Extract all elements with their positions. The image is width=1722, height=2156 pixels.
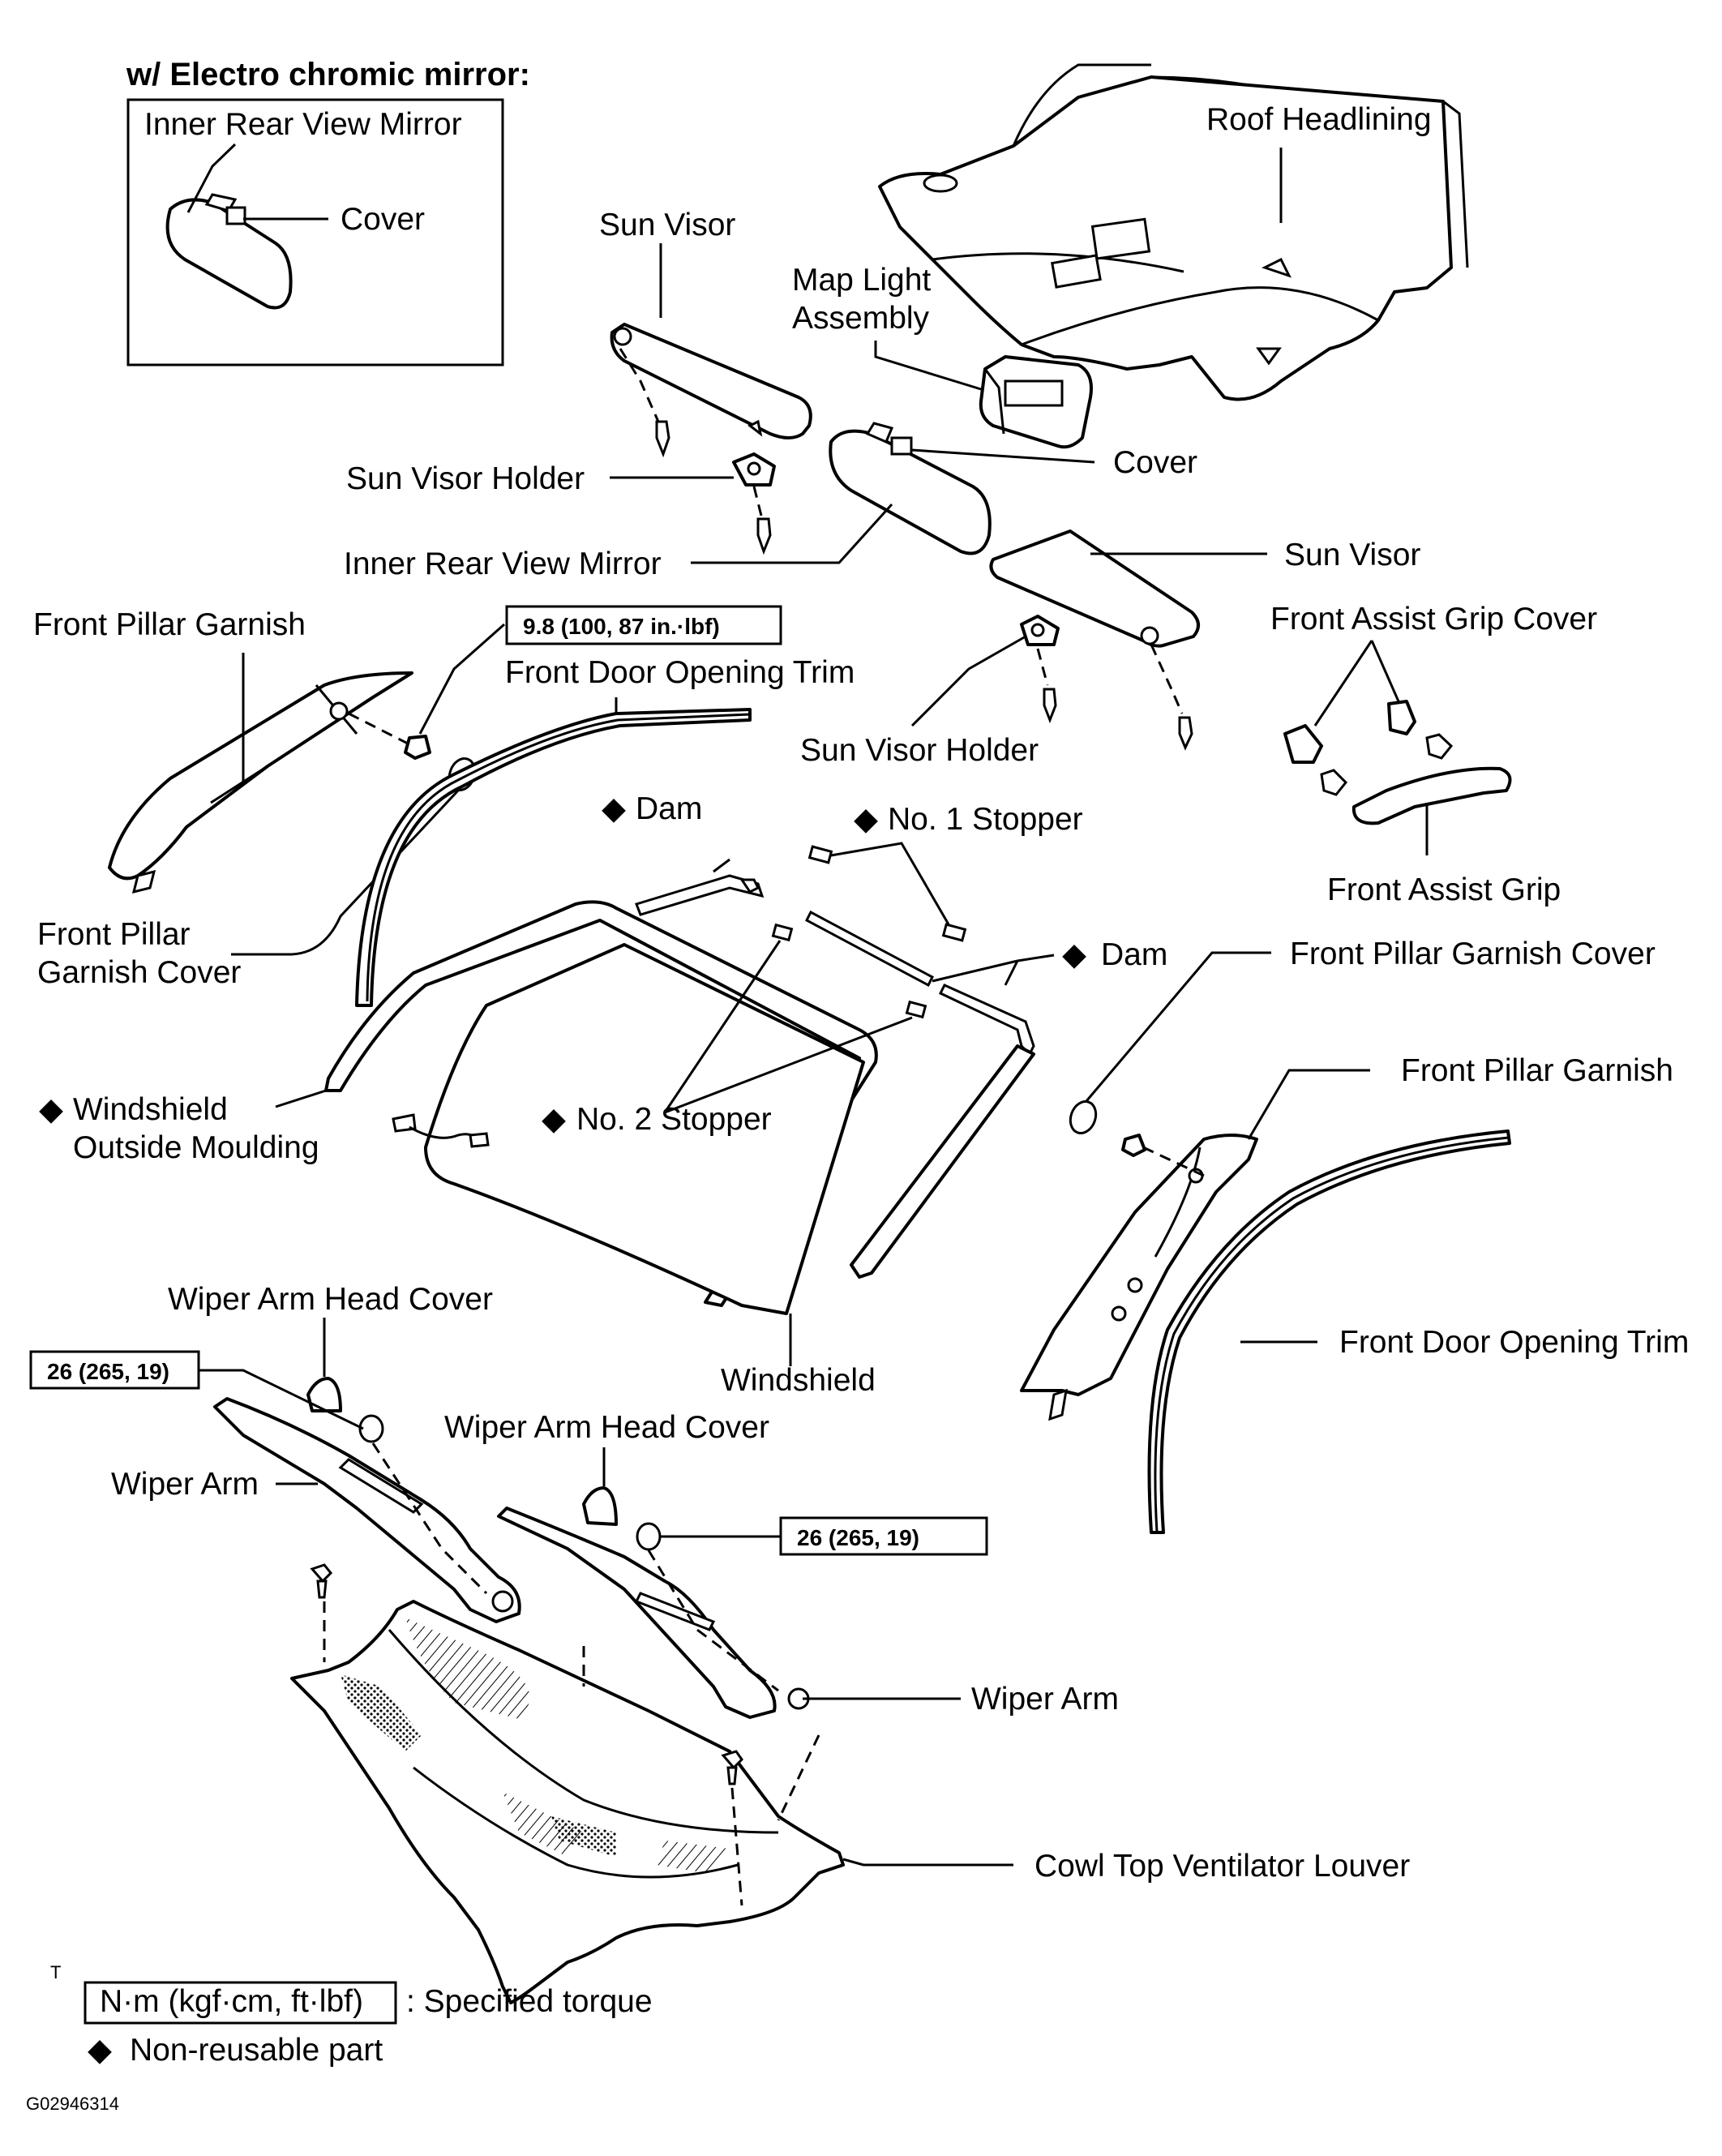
label-windshield: Windshield xyxy=(721,1363,876,1398)
wiper-arm-right-part xyxy=(497,1507,961,1719)
front-pillar-garnish-cover-right-part xyxy=(1069,951,1271,1134)
legend-unit-text: N·m (kgf·cm, ft·lbf) xyxy=(100,1984,363,2019)
windshield-glass-part xyxy=(392,943,865,1366)
label-sun-visor-holder-right: Sun Visor Holder xyxy=(800,733,1039,768)
label-front-door-opening-trim-top: Front Door Opening Trim xyxy=(505,655,855,690)
sun-visor-right-part xyxy=(910,529,1267,751)
label-cover: Cover xyxy=(1113,445,1197,480)
front-door-opening-trim-top-part xyxy=(355,697,752,1007)
front-pillar-garnish-right-part xyxy=(1020,1069,1370,1421)
inner-rear-view-mirror-part xyxy=(691,422,1095,564)
label-fpgc-left-1: Front Pillar xyxy=(37,917,191,952)
diamond-no1-stopper: ◆ xyxy=(854,802,878,837)
label-no2-stopper: No. 2 Stopper xyxy=(576,1102,772,1137)
legend-diamond: ◆ xyxy=(88,2033,112,2068)
label-sun-visor-right: Sun Visor xyxy=(1284,538,1420,572)
label-wsom-1: Windshield xyxy=(73,1092,228,1127)
legend-unit-box xyxy=(84,1981,397,2025)
wiper-arm-head-cover-left-part xyxy=(306,1318,488,1595)
inset-title: w/ Electro chromic mirror: xyxy=(126,57,530,92)
label-cowl-top-ventilator-louver: Cowl Top Ventilator Louver xyxy=(1034,1849,1410,1884)
front-door-opening-trim-right-part xyxy=(1147,1129,1511,1534)
figure-code: G02946314 xyxy=(26,2094,119,2114)
torque-box-wiper-right: 26 (265, 19) xyxy=(779,1516,988,1556)
legend-marker: T xyxy=(50,1962,61,1982)
label-front-pillar-garnish-right: Front Pillar Garnish xyxy=(1401,1053,1673,1088)
inset-mirror-part xyxy=(165,143,328,310)
label-wiper-arm-head-cover-left: Wiper Arm Head Cover xyxy=(168,1282,493,1317)
diamond-wsom: ◆ xyxy=(39,1092,63,1127)
sun-visor-left-part xyxy=(610,243,812,458)
legend-unit-desc: : Specified torque xyxy=(406,1984,653,2019)
label-front-assist-grip: Front Assist Grip xyxy=(1327,872,1561,907)
label-dam-top: Dam xyxy=(636,791,702,826)
label-no1-stopper: No. 1 Stopper xyxy=(888,802,1083,837)
windshield-outside-moulding-part xyxy=(275,900,878,1307)
label-wiper-arm-head-cover-center: Wiper Arm Head Cover xyxy=(444,1410,769,1445)
label-fpgc-left-2: Garnish Cover xyxy=(37,955,241,990)
torque-box-wiper-left: 26 (265, 19) xyxy=(29,1350,364,1430)
label-wiper-arm-right: Wiper Arm xyxy=(971,1682,1119,1717)
diamond-no2-stopper: ◆ xyxy=(542,1102,566,1137)
roof-headlining-part xyxy=(878,63,1469,401)
inset-mirror-label: Inner Rear View Mirror xyxy=(144,107,462,142)
label-map-light-2: Assembly xyxy=(792,301,930,336)
torque-wiper-right-text: 26 (265, 19) xyxy=(797,1525,919,1550)
diamond-dam-right: ◆ xyxy=(1062,937,1086,972)
dam-parts xyxy=(635,858,1055,1279)
stopper-parts xyxy=(663,842,967,1114)
label-fpgc-right: Front Pillar Garnish Cover xyxy=(1290,937,1656,971)
label-wsom-2: Outside Moulding xyxy=(73,1130,319,1165)
label-sun-visor-holder-left: Sun Visor Holder xyxy=(346,461,585,496)
inset-cover-label: Cover xyxy=(341,202,425,237)
cowl-top-ventilator-louver-part xyxy=(290,1563,1013,2004)
label-roof-headlining: Roof Headlining xyxy=(1206,102,1432,137)
label-map-light-1: Map Light xyxy=(792,263,931,298)
torque-wiper-left-text: 26 (265, 19) xyxy=(47,1359,169,1384)
front-pillar-garnish-left-part xyxy=(108,623,505,894)
label-front-pillar-garnish-left: Front Pillar Garnish xyxy=(33,607,306,642)
label-front-door-opening-trim-right: Front Door Opening Trim xyxy=(1339,1325,1689,1360)
legend-nonreusable: Non-reusable part xyxy=(130,2033,383,2068)
torque-box-pillar: 9.8 (100, 87 in.·lbf) xyxy=(505,605,782,645)
label-inner-rear-view-mirror: Inner Rear View Mirror xyxy=(344,547,662,581)
torque-pillar-text: 9.8 (100, 87 in.·lbf) xyxy=(523,614,720,639)
wiper-arm-head-cover-center-part xyxy=(582,1447,781,1692)
diamond-dam-top: ◆ xyxy=(602,791,626,826)
label-wiper-arm-left: Wiper Arm xyxy=(111,1467,259,1502)
label-dam-right: Dam xyxy=(1101,937,1167,972)
sun-visor-holder-left-part xyxy=(610,452,776,555)
wiper-arm-left-part xyxy=(213,1397,521,1623)
map-light-part xyxy=(874,341,1093,449)
label-front-assist-grip-cover: Front Assist Grip Cover xyxy=(1270,602,1597,637)
front-assist-grip-part xyxy=(1283,640,1512,855)
label-sun-visor-left: Sun Visor xyxy=(599,208,735,242)
